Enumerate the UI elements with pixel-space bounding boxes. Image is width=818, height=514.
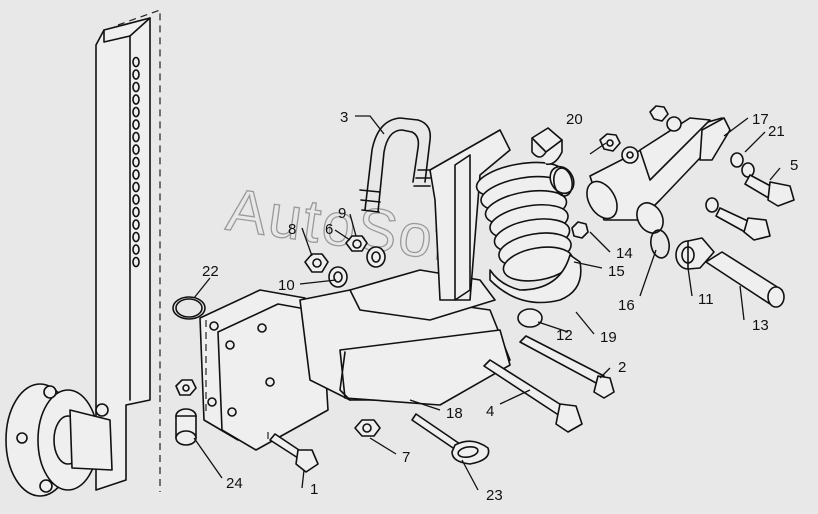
nut-left — [175, 379, 197, 396]
label-16: 16 — [618, 297, 635, 314]
lynch-pin-23 — [411, 413, 490, 465]
rail-hole — [132, 244, 140, 255]
rail-hole — [132, 156, 140, 168]
frame-rail — [95, 17, 151, 491]
rail-hole — [132, 144, 140, 155]
link-arm — [586, 117, 731, 234]
label-1: 1 — [310, 481, 318, 498]
rail-hole — [132, 206, 140, 218]
label-22: 22 — [202, 263, 219, 280]
rail-hole — [132, 106, 140, 118]
label-7: 7 — [402, 449, 410, 466]
bolts-5-21 — [705, 152, 795, 241]
label-10: 10 — [278, 277, 295, 294]
spring — [475, 161, 574, 282]
label-13: 13 — [752, 317, 769, 334]
rail-hole — [132, 181, 140, 193]
o-rings — [553, 167, 670, 259]
top-bushing — [531, 127, 575, 195]
rail-hole — [132, 69, 140, 80]
label-21: 21 — [768, 123, 785, 140]
leader-lines — [193, 115, 781, 491]
rail-hole — [132, 119, 140, 130]
u-bolt — [359, 117, 432, 213]
rail-dashed-outline — [117, 9, 161, 492]
rail-hole — [132, 256, 140, 268]
hitch-body — [199, 129, 511, 451]
nut-7 — [354, 419, 381, 437]
part-labels: 3 8 6 9 10 22 24 1 7 23 18 4 2 20 17 21 … — [202, 109, 798, 504]
bushing-24 — [175, 408, 197, 446]
bushing-11 — [675, 237, 715, 270]
grease-nipple — [571, 221, 589, 239]
rail-hole — [132, 219, 140, 230]
label-14: 14 — [616, 245, 633, 262]
label-17: 17 — [752, 111, 769, 128]
circlip-22 — [172, 296, 206, 320]
label-4: 4 — [486, 403, 494, 420]
rail-hole — [132, 94, 140, 105]
rail-hole — [132, 56, 140, 68]
bolts-2-4 — [483, 335, 615, 433]
label-6: 6 — [325, 221, 333, 238]
spring-housing — [489, 254, 582, 328]
label-24: 24 — [226, 475, 243, 492]
label-9: 9 — [338, 205, 346, 222]
label-5: 5 — [790, 157, 798, 174]
rail-hole — [132, 231, 140, 243]
label-3: 3 — [340, 109, 348, 126]
bolt-1 — [269, 433, 319, 473]
label-2: 2 — [618, 359, 626, 376]
pto-flange — [5, 383, 113, 497]
rail-hole — [132, 169, 140, 180]
label-19: 19 — [600, 329, 617, 346]
label-11: 11 — [698, 291, 714, 308]
nuts-20 — [599, 105, 682, 164]
label-12: 12 — [556, 327, 573, 344]
label-20: 20 — [566, 111, 583, 128]
label-18: 18 — [446, 405, 463, 422]
nuts-cluster — [304, 235, 386, 288]
label-15: 15 — [608, 263, 625, 280]
rail-hole — [132, 194, 140, 205]
rail-hole — [132, 81, 140, 93]
pin-13 — [705, 251, 785, 308]
label-23: 23 — [486, 487, 503, 504]
label-8: 8 — [288, 221, 296, 238]
rail-hole — [132, 131, 140, 143]
